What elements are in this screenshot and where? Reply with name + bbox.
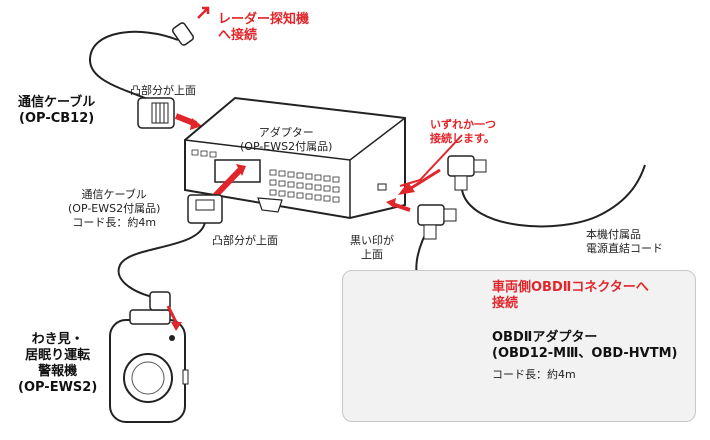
- power-cord-label: 本機付属品 電源直結コード: [586, 228, 663, 256]
- black-mark-label: 黒い印が 上面: [350, 234, 394, 262]
- op-cb12-connector: [137, 97, 175, 129]
- ews2-device-plug: [149, 291, 171, 311]
- either-one-label: いずれか一つ 接続します。: [430, 118, 496, 146]
- adapter-label-line2: (OP-EWS2付属品): [240, 140, 333, 153]
- cable-top-protrusion-label: 凸部分が上面: [130, 84, 196, 98]
- comm-cable-ews-label: 通信ケーブル (OP-EWS2付属品) コード長：約4m: [68, 188, 160, 230]
- adapter-label: アダプター (OP-EWS2付属品): [240, 126, 332, 154]
- device-label-line1: わき見・: [31, 332, 84, 347]
- adapter-arrow-right: [407, 168, 441, 192]
- cable-top-protrusion-text: 凸部分が上面: [130, 84, 196, 97]
- radar-label-line1: レーダー探知機: [218, 12, 310, 27]
- radar-label-line2: へ接続: [218, 28, 258, 43]
- comm-cable-title: 通信ケーブル (OP-CB12): [18, 95, 95, 127]
- obd-info-panel: [342, 270, 696, 422]
- comm-cable-title-line1: 通信ケーブル: [18, 95, 96, 110]
- power-connector-2: [417, 204, 457, 240]
- black-mark-line1: 黒い印が: [350, 234, 394, 247]
- obd-cord-label: コード長：約4m: [492, 368, 576, 382]
- comm-cable-ews-line2: (OP-EWS2付属品): [68, 202, 161, 215]
- vehicle-obd-line1: 車両側OBDⅡコネクターへ: [492, 280, 649, 295]
- comm-cable-ews-line1: 通信ケーブル: [81, 188, 147, 201]
- obd-adapter-line2: (OBD12-MⅢ、OBD-HVTM): [492, 346, 678, 361]
- obd-adapter-label: OBDⅡアダプター (OBD12-MⅢ、OBD-HVTM): [492, 330, 677, 362]
- either-one-line2: 接続します。: [430, 132, 495, 145]
- adapter-box: [184, 96, 406, 220]
- device-label-line2: 居眠り運転: [25, 348, 91, 363]
- obd-adapter-line1: OBDⅡアダプター: [492, 330, 598, 345]
- obd-cord-text: コード長：約4m: [492, 368, 576, 381]
- device-label: わき見・ 居眠り運転 警報機 (OP-EWS2): [18, 332, 97, 396]
- vehicle-obd-label: 車両側OBDⅡコネクターへ 接続: [492, 280, 649, 312]
- cable-bottom-protrusion-text: 凸部分が上面: [212, 234, 278, 247]
- radar-arrow: [197, 6, 210, 19]
- black-mark-arrow: [391, 202, 411, 212]
- power-cord: [461, 164, 646, 228]
- black-mark-line2: 上面: [361, 248, 383, 261]
- device-label-line3: 警報機: [38, 364, 78, 379]
- power-cord-line1: 本機付属品: [586, 228, 641, 241]
- ews2-adapter-connector: [187, 194, 223, 224]
- device-label-line4: (OP-EWS2): [18, 380, 98, 395]
- power-cord-line2: 電源直結コード: [586, 242, 663, 255]
- radar-label: レーダー探知機 へ接続: [218, 12, 309, 44]
- power-connector-1: [447, 155, 487, 191]
- radar-connector: [171, 22, 195, 46]
- comm-cable-title-line2: (OP-CB12): [19, 111, 95, 126]
- either-one-arrow: [399, 134, 463, 187]
- cable-bottom-protrusion-label: 凸部分が上面: [212, 234, 278, 248]
- vehicle-obd-line2: 接続: [492, 296, 519, 311]
- adapter-arrow-left: [212, 167, 243, 199]
- either-one-line1: いずれか一つ: [430, 118, 496, 131]
- device-arrow: [166, 305, 178, 323]
- ews2-device: [109, 309, 189, 423]
- cable-op-cb12: [88, 30, 179, 101]
- cable-ews2: [117, 221, 206, 299]
- comm-cable-ews-line3: コード長：約4m: [72, 216, 157, 229]
- adapter-label-line1: アダプター: [258, 126, 314, 139]
